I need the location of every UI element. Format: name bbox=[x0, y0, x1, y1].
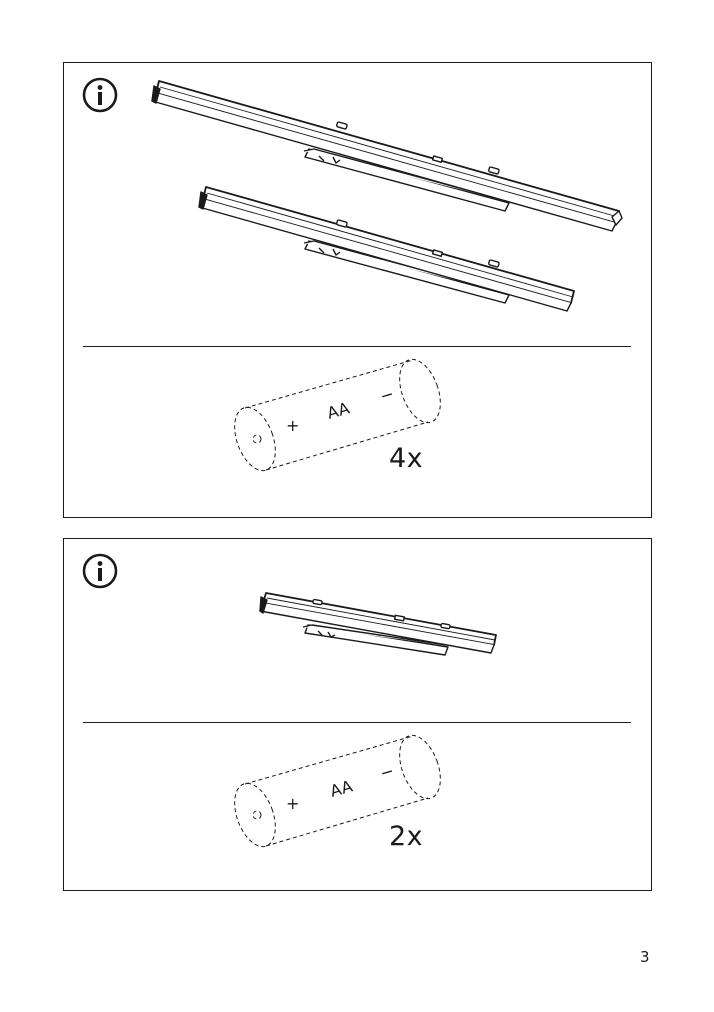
battery-type-label: AA bbox=[328, 776, 355, 800]
plus-sign: + bbox=[286, 794, 299, 813]
minus-sign: − bbox=[378, 384, 396, 406]
battery-quantity: 2x bbox=[389, 821, 424, 852]
led-lamp-bar bbox=[259, 592, 497, 656]
lamp-illustration-single: + AA − bbox=[234, 592, 497, 848]
page-number: 3 bbox=[640, 948, 650, 966]
info-panel-two-batteries: + AA − 2x bbox=[63, 538, 652, 891]
battery-type-label: AA bbox=[325, 398, 352, 422]
led-lamp-bar bbox=[198, 186, 575, 312]
lamp-illustration-pair: + AA − bbox=[151, 80, 623, 472]
info-panel-four-batteries: + AA − 4x bbox=[63, 62, 652, 518]
aa-battery bbox=[234, 358, 441, 472]
section-divider bbox=[83, 722, 631, 723]
info-icon bbox=[82, 77, 118, 113]
minus-sign: − bbox=[378, 761, 396, 783]
section-divider bbox=[83, 346, 631, 347]
info-icon bbox=[82, 553, 118, 589]
led-lamp-bar bbox=[151, 80, 623, 232]
battery-quantity: 4x bbox=[389, 443, 424, 474]
plus-sign: + bbox=[286, 416, 299, 435]
aa-battery bbox=[234, 734, 441, 848]
